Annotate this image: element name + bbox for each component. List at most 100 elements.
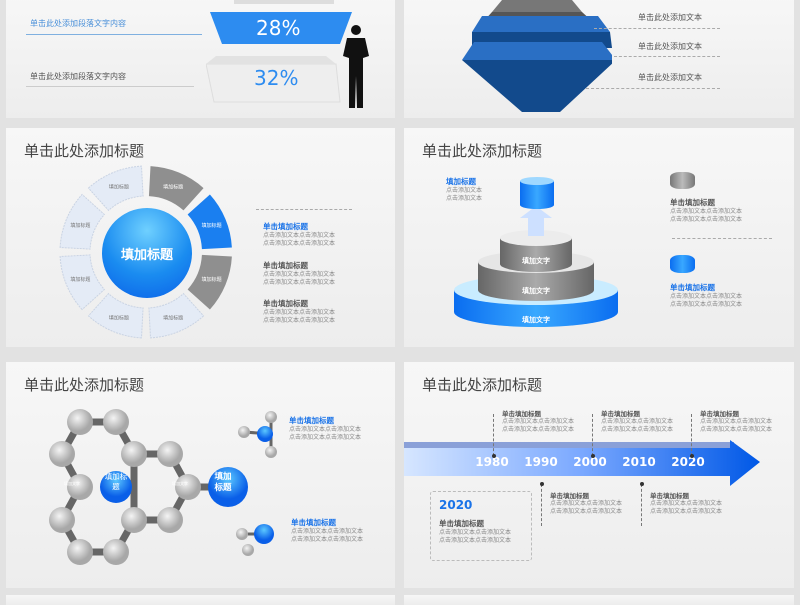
small-molecule-icon <box>257 426 273 442</box>
timeline-connector <box>493 414 494 456</box>
slide-funnel[interactable]: 28% 32% 单击此处添加段落文字内容 单击此处添加段落文字内容 <box>6 0 395 118</box>
ring-item-1[interactable]: 单击填加标题 点击添加文本点击添加文本 点击添加文本点击添加文本 <box>263 221 335 248</box>
ring-segment-label: 填加标题 <box>70 222 90 229</box>
timeline-connector <box>691 414 692 456</box>
slide-title[interactable]: 单击此处添加标题 <box>422 376 543 394</box>
ring-segment-label: 填加标题 <box>202 276 222 283</box>
slide-next-right[interactable] <box>404 595 794 605</box>
molecule-atom <box>265 446 277 458</box>
molecule-atom <box>121 507 147 533</box>
right-item-2[interactable]: 单击填加标题 点击添加文本点击添加文本 点击添加文本点击添加文本 <box>670 282 742 309</box>
callout-line: 点击添加文本点击添加文本 <box>550 508 623 515</box>
molecule-atom <box>49 507 75 533</box>
slide-pyramid[interactable]: 单击此处添加文本 单击此处添加文本 单击此处添加文本 <box>404 0 794 118</box>
callout-heading: 单击填加标题 <box>550 492 589 500</box>
item-line: 点击添加文本点击添加文本 <box>289 426 362 433</box>
ring-leader-line <box>256 209 352 210</box>
outer-center-atom[interactable] <box>208 467 248 507</box>
slide-title[interactable]: 单击此处添加标题 <box>24 142 145 160</box>
callout-heading: 单击填加标题 <box>601 410 640 418</box>
ring-segment[interactable] <box>87 292 144 339</box>
timeline-year: 1980 <box>475 455 509 469</box>
pyramid-line-1 <box>594 28 720 29</box>
slide-title[interactable]: 单击此处添加标题 <box>422 142 543 160</box>
ring-segment-label: 填加标题 <box>163 183 183 190</box>
slide-next-left[interactable] <box>6 595 395 605</box>
funnel-value-2: 32% <box>254 66 299 90</box>
timeline-callout[interactable]: 单击填加标题点击添加文本点击添加文本点击添加文本点击添加文本 <box>502 408 574 434</box>
item-line: 点击添加文本点击添加文本 <box>263 309 336 316</box>
right-item-1[interactable]: 单击填加标题 点击添加文本点击添加文本 点击添加文本点击添加文本 <box>670 197 742 224</box>
slide-molecule[interactable]: 单击此处添加标题 填加标题 填加标题 填加文字 填加文字 单击填加标题 点击添加… <box>6 362 395 588</box>
funnel-label-2[interactable]: 单击此处添加段落文字内容 <box>30 72 126 81</box>
item-heading: 单击填加标题 <box>291 518 336 527</box>
ring-center-circle[interactable]: 填加标题 <box>102 208 192 298</box>
molecule-item-1[interactable]: 单击填加标题 点击添加文本点击添加文本 点击添加文本点击添加文本 <box>289 415 361 442</box>
molecule-atom <box>49 441 75 467</box>
highlight-line: 点击添加文本点击添加文本 <box>439 537 512 544</box>
item-heading: 单击填加标题 <box>263 299 308 308</box>
ring-segment[interactable] <box>148 292 205 339</box>
molecule-atom <box>175 474 201 500</box>
slide-title[interactable]: 单击此处添加标题 <box>24 376 145 394</box>
item-line: 点击添加文本点击添加文本 <box>670 301 743 308</box>
person-silhouette-icon <box>343 25 369 108</box>
pyramid-text-3[interactable]: 单击此处添加文本 <box>638 73 702 82</box>
callout-line: 点击添加文本点击添加文本 <box>650 500 723 507</box>
timeline-dot <box>491 454 496 458</box>
callout-line: 点击添加文本点击添加文本 <box>502 418 575 425</box>
ring-segment[interactable] <box>59 254 106 311</box>
callout-line: 点击添加文本点击添加文本 <box>700 418 773 425</box>
top-label-line: 点击添加文本 <box>446 187 483 194</box>
callout-line: 点击添加文本点击添加文本 <box>650 508 723 515</box>
top-label-heading: 填加标题 <box>446 177 476 186</box>
highlight-year: 2020 <box>439 498 473 512</box>
timeline-callout[interactable]: 单击填加标题点击添加文本点击添加文本点击添加文本点击添加文本 <box>550 490 622 516</box>
timeline-callout[interactable]: 单击填加标题点击添加文本点击添加文本点击添加文本点击添加文本 <box>650 490 722 516</box>
top-label[interactable]: 填加标题 点击添加文本 点击添加文本 <box>446 176 482 203</box>
item-heading: 单击填加标题 <box>289 416 334 425</box>
timeline-callout[interactable]: 单击填加标题点击添加文本点击添加文本点击添加文本点击添加文本 <box>601 408 673 434</box>
inner-center-atom[interactable] <box>100 471 132 503</box>
timeline-callout[interactable]: 单击填加标题点击添加文本点击添加文本点击添加文本点击添加文本 <box>700 408 772 434</box>
callout-heading: 单击填加标题 <box>650 492 689 500</box>
ring-item-3[interactable]: 单击填加标题 点击添加文本点击添加文本 点击添加文本点击添加文本 <box>263 298 335 325</box>
ring-segment[interactable] <box>148 166 204 211</box>
small-molecule-icon <box>254 524 274 544</box>
blue-cylinder-icon <box>670 255 695 273</box>
molecule-item-2[interactable]: 单击填加标题 点击添加文本点击添加文本 点击添加文本点击添加文本 <box>291 517 363 544</box>
ring-segment[interactable] <box>87 165 144 212</box>
pyramid-text-1[interactable]: 单击此处添加文本 <box>638 13 702 22</box>
item-heading: 单击填加标题 <box>263 222 308 231</box>
ring-segment-label: 填加标题 <box>163 315 183 322</box>
molecule-atom <box>67 409 93 435</box>
timeline-dot <box>689 454 694 458</box>
pyramid-line-3 <box>586 88 720 89</box>
callout-line: 点击添加文本点击添加文本 <box>502 426 575 433</box>
funnel-value-1: 28% <box>256 16 301 40</box>
ring-segment[interactable] <box>187 254 232 310</box>
item-heading: 单击填加标题 <box>670 198 715 207</box>
item-line: 点击添加文本点击添加文本 <box>263 240 336 247</box>
callout-heading: 单击填加标题 <box>502 410 541 418</box>
ring-center-label: 填加标题 <box>120 247 173 263</box>
item-line: 点击添加文本点击添加文本 <box>670 216 743 223</box>
ring-item-2[interactable]: 单击填加标题 点击添加文本点击添加文本 点击添加文本点击添加文本 <box>263 260 335 287</box>
callout-line: 点击添加文本点击添加文本 <box>700 426 773 433</box>
funnel-line-2 <box>26 86 194 87</box>
slide-ring[interactable]: 单击此处添加标题 填加标题填加标题填加标题填加标题填加标题填加标题填加标题填加标… <box>6 128 395 347</box>
tier-label-bottom: 填加文字 <box>522 316 550 324</box>
pyramid-text-2[interactable]: 单击此处添加文本 <box>638 42 702 51</box>
funnel-label-1[interactable]: 单击此处添加段落文字内容 <box>30 19 126 28</box>
ring-segment[interactable] <box>59 193 106 250</box>
highlight-box[interactable]: 2020 单击填加标题 点击添加文本点击添加文本 点击添加文本点击添加文本 <box>430 491 532 561</box>
slide-stacked-cylinders[interactable]: 单击此处添加标题 填加标题 点击添加文本 点击添加文本 填加文字 填加文字 填加… <box>404 128 794 347</box>
ring-segment[interactable] <box>187 194 232 250</box>
item-heading: 单击填加标题 <box>670 283 715 292</box>
timeline-year: 2020 <box>671 455 705 469</box>
timeline-connector <box>641 484 642 526</box>
callout-line: 点击添加文本点击添加文本 <box>601 426 674 433</box>
timeline-year: 1990 <box>524 455 558 469</box>
